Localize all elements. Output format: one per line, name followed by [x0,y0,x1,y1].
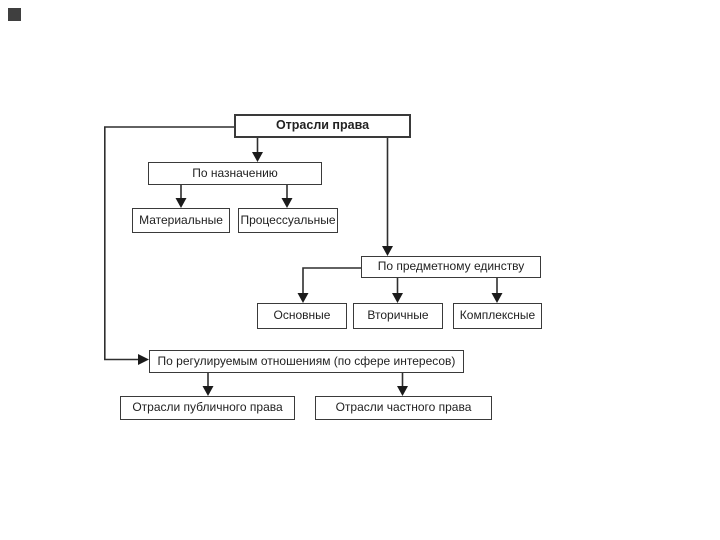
connector-subject-unity-to-primary [297,267,361,303]
arrowhead-down-icon [202,386,214,396]
arrowhead-down-icon [382,246,393,256]
node-by-regulated-relations: По регулируемым отношениям (по сфере инт… [149,350,464,373]
node-by-subject-unity: По предметному единству [361,256,541,278]
node-branches-of-law: Отрасли права [234,114,411,138]
connector-purpose-to-procedural [281,185,293,208]
connector-root-to-subject-unity [382,138,393,256]
arrowhead-down-icon [297,293,309,303]
connector-subject-unity-to-secondary [392,278,403,303]
node-procedural: Процессуальные [238,208,338,233]
connector-root-to-regulation [104,126,234,365]
node-complex: Комплексные [453,303,542,329]
arrowhead-down-icon [252,152,263,162]
arrowhead-right-icon [138,354,149,365]
node-primary: Основные [257,303,347,329]
corner-marker [8,8,21,21]
node-public-law-branches: Отрасли публичного права [120,396,295,420]
arrowhead-down-icon [175,198,187,208]
arrowhead-down-icon [397,386,408,396]
node-secondary: Вторичные [353,303,443,329]
connector-purpose-to-material [175,185,187,208]
arrowhead-down-icon [491,293,503,303]
arrowhead-down-icon [281,198,293,208]
node-by-purpose: По назначению [148,162,322,185]
connector-root-to-purpose [252,138,263,162]
connector-regulation-to-public-law [202,373,214,396]
connector-subject-unity-to-complex [491,278,503,303]
node-material: Материальные [132,208,230,233]
arrowhead-down-icon [392,293,403,303]
node-private-law-branches: Отрасли частного права [315,396,492,420]
connector-regulation-to-private-law [397,373,408,396]
